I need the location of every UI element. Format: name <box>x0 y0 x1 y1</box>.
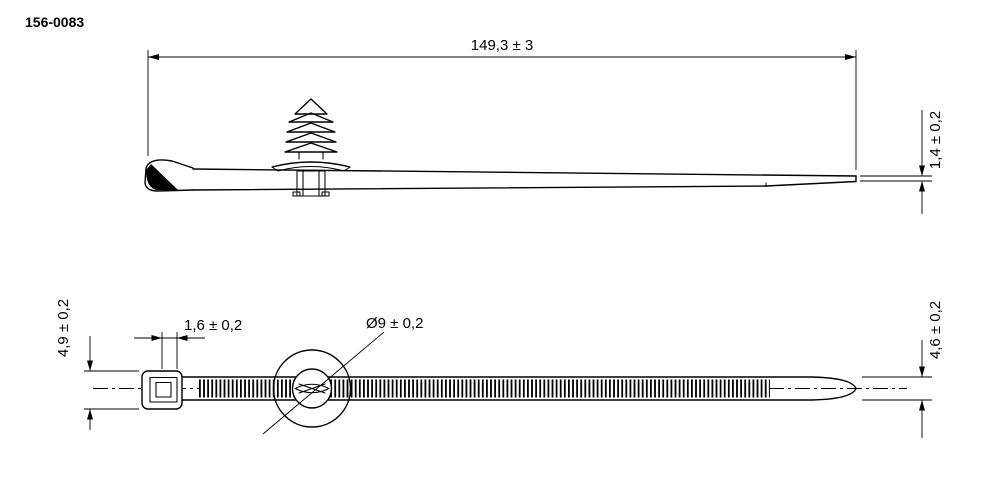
dim-disc-diameter-label: Ø9 ± 0,2 <box>366 315 423 332</box>
dim-disc-diameter: Ø9 ± 0,2 <box>262 315 423 435</box>
dim-tip-thickness: 1,4 ± 0,2 <box>860 110 944 214</box>
mount-disc-rim <box>343 166 351 172</box>
dim-arrow <box>177 335 188 341</box>
serration-band <box>199 379 770 398</box>
mount-rib <box>286 122 336 133</box>
plan-view-head <box>141 370 183 410</box>
dim-arrow <box>151 335 162 341</box>
strap-outline <box>181 376 857 401</box>
dim-arrow <box>919 165 925 176</box>
dim-pawl-width: 1,6 ± 0,2 <box>134 317 242 369</box>
mount-clip-foot <box>292 191 301 197</box>
dim-arrow <box>148 54 159 60</box>
mount-clip-body <box>296 170 326 197</box>
dim-arrow <box>919 181 925 192</box>
side-view: 149,3 ± 3 <box>144 37 944 214</box>
plan-view-strap <box>181 376 857 401</box>
dim-arrow <box>87 409 93 420</box>
mount-disc-lower-edge <box>277 166 345 172</box>
tie-head-shading <box>146 164 178 190</box>
dim-strap-width: 4,6 ± 0,2 <box>862 301 944 438</box>
head-inner-frame <box>149 376 178 403</box>
fir-tree-cross-section <box>294 383 330 394</box>
mount-rib <box>288 112 334 123</box>
dim-tip-thickness-label: 1,4 ± 0,2 <box>927 111 944 169</box>
dim-arrow <box>919 366 925 377</box>
head-outline <box>141 370 183 410</box>
dim-pawl-width-label: 1,6 ± 0,2 <box>184 317 242 334</box>
head-pawl <box>155 381 172 398</box>
dim-arrow <box>87 360 93 371</box>
side-view-cable-tie <box>144 159 857 192</box>
dim-overall-length-label: 149,3 ± 3 <box>471 37 533 54</box>
dim-strap-width-label: 4,6 ± 0,2 <box>927 301 944 359</box>
dim-overall-length: 149,3 ± 3 <box>147 37 857 170</box>
mount-clip-foot <box>321 191 330 197</box>
strap-top-edge <box>192 168 857 177</box>
mount-rib <box>285 132 337 143</box>
dim-head-height-label: 4,9 ± 0,2 <box>55 299 72 357</box>
dim-arrow <box>845 54 856 60</box>
leader-line <box>262 331 385 435</box>
mount-rib <box>284 142 338 153</box>
side-view-fir-tree-mount <box>271 98 351 197</box>
part-number: 156-0083 <box>25 14 84 30</box>
strap-tip-taper <box>765 180 857 187</box>
plan-view: 4,9 ± 0,2 1,6 ± 0,2 Ø9 ± 0,2 4,6 ± 0,2 <box>55 299 944 438</box>
tie-head-outline <box>144 159 194 192</box>
disc-outer-circle <box>272 349 352 428</box>
mount-disc-upper-edge <box>271 161 351 168</box>
strap-bottom-edge <box>192 185 767 191</box>
mount-tip-cone <box>294 98 328 115</box>
dim-arrow <box>919 400 925 411</box>
mount-disc-rim <box>271 166 279 172</box>
dim-head-height: 4,9 ± 0,2 <box>55 299 139 430</box>
